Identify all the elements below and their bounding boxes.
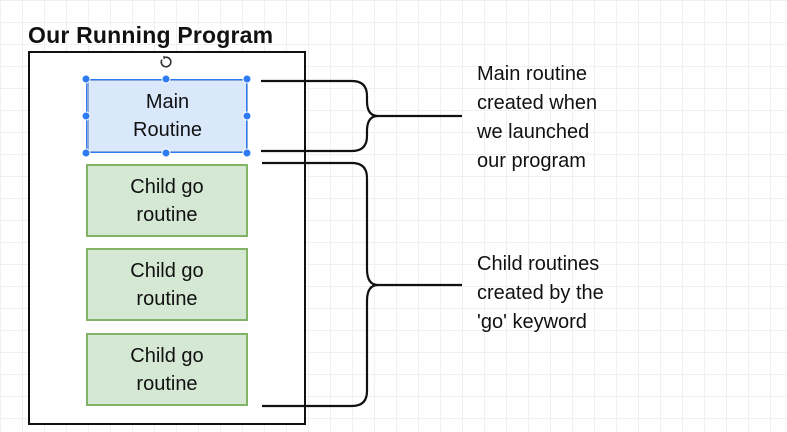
- selection-handle-icon[interactable]: [161, 148, 171, 158]
- child-go-routine-box-1[interactable]: Child go routine: [86, 164, 248, 237]
- child-go-routine-box-2[interactable]: Child go routine: [86, 248, 248, 321]
- main-routine-brace: [261, 79, 462, 153]
- selection-handle-icon[interactable]: [161, 74, 171, 84]
- main-routine-annotation: Main routine created when we launched ou…: [477, 63, 598, 172]
- diagram-title: Our Running Program: [28, 22, 274, 48]
- child-routines-brace: [262, 161, 462, 408]
- selection-handle-icon[interactable]: [242, 111, 252, 121]
- selection-handle-icon[interactable]: [81, 111, 91, 121]
- selection-handle-icon[interactable]: [81, 148, 91, 158]
- child-go-routine-box-3[interactable]: Child go routine: [86, 333, 248, 406]
- selection-handle-icon[interactable]: [242, 148, 252, 158]
- child-routines-annotation: Child routines created by the 'go' keywo…: [477, 253, 604, 333]
- selection-handle-icon[interactable]: [242, 74, 252, 84]
- rotate-handle-icon[interactable]: [159, 55, 173, 69]
- selection-handle-icon[interactable]: [81, 74, 91, 84]
